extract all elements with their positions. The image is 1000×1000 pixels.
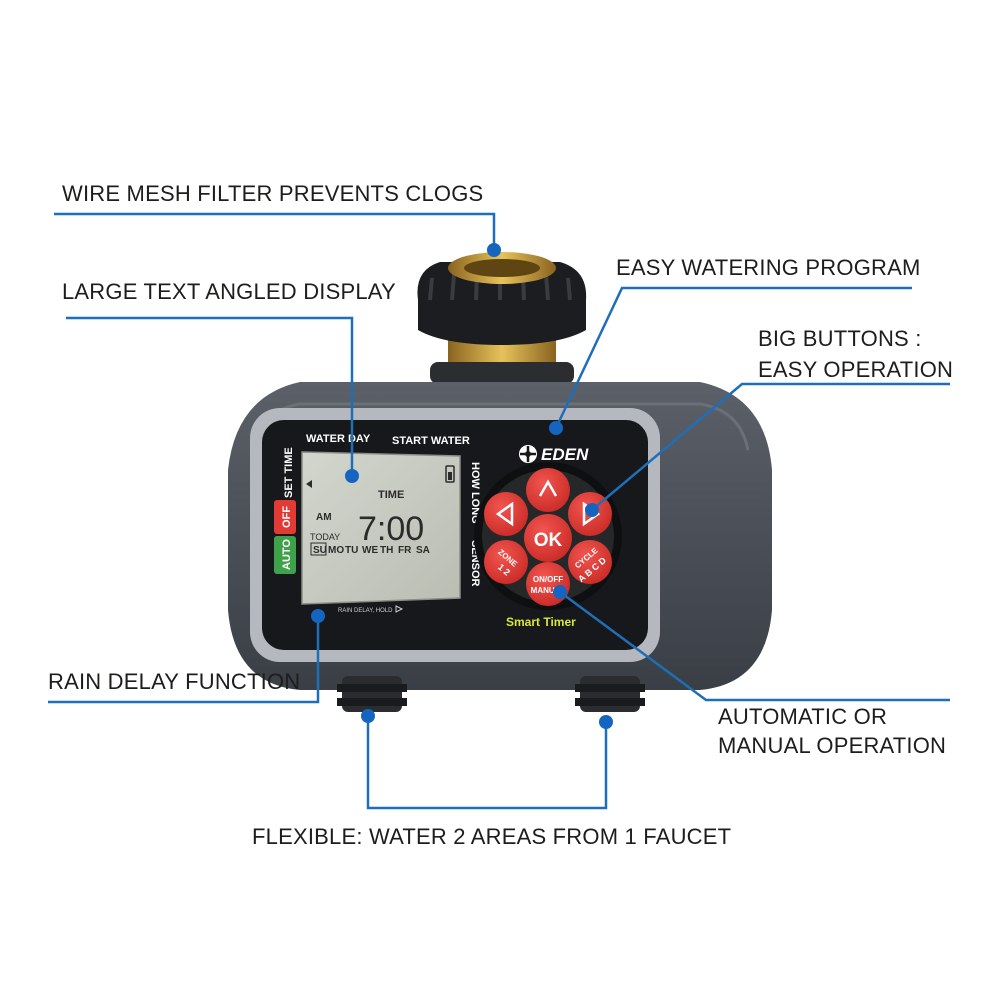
zone-button[interactable]: ZONE 1 2: [484, 540, 528, 584]
lcd-am-label: AM: [316, 512, 332, 523]
callout-auto-manual-line2: MANUAL OPERATION: [718, 733, 947, 758]
lcd-screen: [301, 451, 461, 605]
callout-mesh-filter: WIRE MESH FILTER PREVENTS CLOGS: [62, 181, 484, 206]
onoff-label: ON/OFF: [533, 575, 563, 584]
lcd-day-mo: MO: [328, 545, 344, 556]
lcd-day-tu: TU: [345, 545, 358, 556]
callout-buttons-line1: BIG BUTTONS :: [758, 326, 922, 351]
callout-flexible: FLEXIBLE: WATER 2 AREAS FROM 1 FAUCET: [252, 824, 732, 849]
callout-display: LARGE TEXT ANGLED DISPLAY: [62, 279, 396, 304]
lcd-time-label: TIME: [378, 489, 404, 501]
lcd-day-highlight: [310, 542, 327, 556]
leader-auto-manual: [559, 590, 950, 702]
outlet-left: [337, 676, 407, 712]
leader-flexible: [366, 716, 608, 810]
faucet-inlet: [417, 252, 587, 384]
dot-mesh-filter: [487, 243, 501, 257]
lcd-day-sa: SA: [416, 545, 430, 556]
ok-button[interactable]: OK: [524, 514, 572, 562]
left-arrow-icon: [495, 501, 514, 527]
up-button[interactable]: [526, 468, 570, 512]
brand-name: EDEN: [541, 445, 589, 464]
rain-delay-hold-label: RAIN DELAY, HOLD: [338, 608, 393, 614]
dot-outlet-left: [361, 709, 375, 723]
off-badge: [274, 500, 296, 534]
manual-label: MANUAL: [531, 586, 566, 595]
lcd-clock: 7:00: [358, 510, 424, 548]
callout-auto-manual-line1: AUTOMATIC OR: [718, 704, 888, 729]
up-arrow-icon: [538, 479, 558, 497]
lcd-day-we: WE: [362, 545, 378, 556]
onoff-manual-button[interactable]: ON/OFF MANUAL: [526, 562, 570, 606]
dot-program: [549, 421, 563, 435]
water-day-label: WATER DAY: [306, 433, 371, 445]
left-button[interactable]: [484, 492, 528, 536]
leader-mesh-filter: [54, 212, 496, 250]
auto-label: AUTO: [281, 539, 293, 570]
cycle-button[interactable]: CYCLE A B C D: [568, 540, 612, 584]
ok-label: OK: [534, 530, 563, 551]
lcd-day-fr: FR: [398, 545, 412, 556]
leader-lines: [48, 212, 950, 810]
dot-display: [345, 469, 359, 483]
rain-delay-arrow-icon: [395, 605, 404, 613]
auto-badge: [274, 536, 296, 574]
lcd-day-th: TH: [380, 545, 393, 556]
how-long-label: HOW LONG: [469, 462, 481, 524]
callout-buttons-line2: EASY OPERATION: [758, 357, 954, 382]
eden-logo-icon: [519, 445, 537, 463]
callout-rain-delay: RAIN DELAY FUNCTION: [48, 669, 301, 694]
off-label: OFF: [281, 506, 293, 528]
leader-display: [66, 316, 354, 476]
set-time-label: SET TIME: [283, 447, 295, 498]
start-water-label: START WATER: [392, 435, 470, 447]
dot-outlet-right: [599, 715, 613, 729]
dot-auto-manual: [553, 585, 567, 599]
leader-rain-delay: [48, 616, 320, 704]
lcd-today-label: TODAY: [310, 532, 340, 542]
lcd-day-su: SU: [313, 545, 327, 556]
dot-buttons: [585, 503, 599, 517]
callout-program: EASY WATERING PROGRAM: [616, 255, 921, 280]
leader-buttons: [591, 382, 950, 511]
leader-program: [554, 286, 912, 429]
callout-dots: [311, 243, 613, 729]
outlet-right: [575, 676, 645, 712]
model-name: Smart Timer: [506, 615, 576, 629]
dot-rain-delay: [311, 609, 325, 623]
